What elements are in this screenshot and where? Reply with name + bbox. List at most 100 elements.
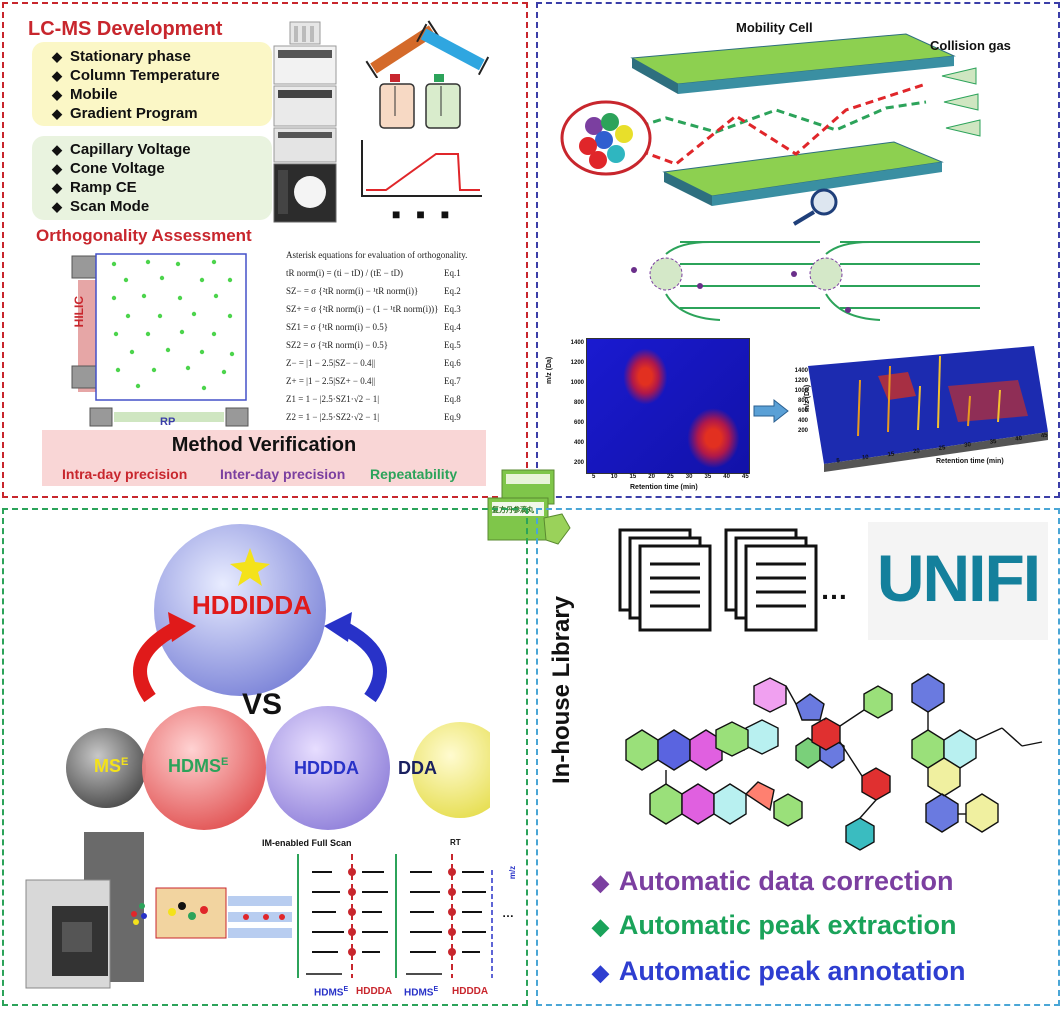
diamond-icon: ◆ <box>592 870 609 895</box>
y-tick-label: 400 <box>797 418 808 424</box>
lc-instrument-illustration <box>273 21 337 223</box>
compound-structures <box>625 673 1043 851</box>
fragmentation-right <box>791 241 980 321</box>
x-tick-label: 5 <box>592 474 596 480</box>
y-tick-label: 800 <box>797 398 808 404</box>
bottom-label-hdmse-1: HDMSE <box>314 986 349 999</box>
ms-param: Scan Mode <box>52 197 191 216</box>
scatter-point <box>111 295 117 301</box>
unifi-logo-box <box>868 522 1048 640</box>
y-tick-label: 600 <box>797 408 808 414</box>
scatter-point <box>201 385 207 391</box>
scatter-point <box>191 311 197 317</box>
surface-3d <box>808 346 1048 472</box>
scatter-point <box>145 259 151 265</box>
diamond-icon: ◆ <box>592 914 609 939</box>
x-tick-label: 15 <box>629 474 637 480</box>
library-ellipsis: … <box>820 574 848 605</box>
lcms-title: LC-MS Development <box>28 18 223 40</box>
heatmap-2d <box>586 338 750 474</box>
heatmap-2d-xlabel: Retention time (min) <box>630 484 698 491</box>
x-tick-label: 25 <box>938 445 946 452</box>
x-tick-label: 45 <box>742 474 749 480</box>
equation-number: Eq.4 <box>444 322 461 332</box>
spectra-ellipsis: … <box>502 906 514 920</box>
solvent-bottles-icon <box>379 74 461 129</box>
ortho-title: Orthogonality Assessment <box>36 226 252 245</box>
dda-label: DDA <box>398 758 437 778</box>
y-tick-label: 200 <box>797 428 808 434</box>
ortho-x-axis-label: RP <box>160 416 176 428</box>
library-panel <box>536 508 1060 1006</box>
surface-3d-xlabel: Retention time (min) <box>936 458 1004 465</box>
equation-number: Eq.7 <box>444 376 461 386</box>
chrom-params-list: Stationary phase Column Temperature Mobi… <box>52 47 220 123</box>
x-tick-label: 40 <box>1015 435 1023 443</box>
y-tick-label: 1000 <box>794 388 808 394</box>
mobility-cell-illustration <box>560 33 981 226</box>
heatmap-2d-ylabel: m/z (Da) <box>546 356 553 384</box>
scatter-point <box>227 313 233 319</box>
equation: Z+ = |1 − 2.5|SZ+ − 0.4|| <box>286 376 376 386</box>
equation: SZ2 = σ {²tR norm(i) − 0.5} <box>286 340 389 350</box>
hddidda-label: HDDIDDA <box>192 590 312 620</box>
spectra-schematic <box>297 854 493 978</box>
scatter-point <box>221 369 227 375</box>
x-tick-label: 40 <box>723 474 730 480</box>
scatter-point <box>213 293 219 299</box>
mobility-cell-label: Mobility Cell <box>736 20 813 35</box>
rt-label: RT <box>450 838 461 847</box>
hddda-label: HDDDA <box>294 758 359 778</box>
equation: Z− = |1 − 2.5|SZ− − 0.4|| <box>286 358 376 368</box>
equation: Z2 = 1 − |2.5·SZ2·√2 − 1| <box>286 412 380 422</box>
feature-data-correction: ◆Automatic data correction <box>592 866 954 896</box>
mass-spectrometer-illustration <box>25 832 292 989</box>
y-tick-label: 1400 <box>794 368 808 374</box>
vs-label: VS <box>242 688 283 721</box>
equation: SZ1 = σ {¹tR norm(i) − 0.5} <box>286 322 389 332</box>
chrom-params-box: Stationary phase Column Temperature Mobi… <box>32 42 272 126</box>
fragmentation-left <box>631 241 820 321</box>
lcms-ellipsis: ■ ■ ■ <box>392 206 456 222</box>
x-tick-label: 35 <box>989 438 997 446</box>
y-tick-label: 600 <box>573 420 584 426</box>
mz-label: m/z <box>508 865 518 880</box>
scatter-point <box>177 295 183 301</box>
document-stack-icons <box>618 528 818 632</box>
scatter-point <box>151 367 157 373</box>
lcms-panel <box>2 2 528 498</box>
y-tick-label: 1400 <box>570 340 584 346</box>
equation-number: Eq.6 <box>444 358 461 368</box>
product-box-text: 复方丹参滴丸 <box>492 507 534 514</box>
equation-number: Eq.2 <box>444 286 461 296</box>
y-tick-label: 1200 <box>570 360 584 366</box>
scatter-point <box>129 349 135 355</box>
ms-param: Capillary Voltage <box>52 140 191 159</box>
scatter-point <box>113 331 119 337</box>
y-tick-label: 1000 <box>570 380 584 386</box>
equation-number: Eq.8 <box>444 394 461 404</box>
scatter-point <box>179 329 185 335</box>
feature-peak-extraction: ◆Automatic peak extraction <box>592 910 957 940</box>
equation-number: Eq.1 <box>444 268 461 278</box>
y-tick-label: 200 <box>573 460 584 466</box>
bottom-label-hdmse-2: HDMSE <box>404 986 439 999</box>
scatter-point <box>145 331 151 337</box>
equation: SZ+ = σ {²tR norm(i) − (1 − ¹tR norm(i))… <box>286 304 439 314</box>
strategy-diagram <box>66 524 490 830</box>
scatter-point <box>159 275 165 281</box>
acquisition-strategy-panel <box>2 508 528 1006</box>
rp-column-icon <box>89 407 249 427</box>
scatter-point <box>229 351 235 357</box>
library-title: In-house Library <box>548 595 575 785</box>
equation: Z1 = 1 − |2.5·SZ1·√2 − 1| <box>286 394 380 404</box>
verification-title: Method Verification <box>171 434 357 456</box>
y-tick-label: 400 <box>573 440 584 446</box>
equation-number: Eq.3 <box>444 304 461 314</box>
ortho-y-axis-label: HILIC <box>72 296 86 328</box>
x-tick-label: 30 <box>963 442 972 449</box>
scatter-point <box>175 261 181 267</box>
x-tick-label: 10 <box>861 454 870 462</box>
verification-inter: Inter-day precision <box>220 466 346 482</box>
